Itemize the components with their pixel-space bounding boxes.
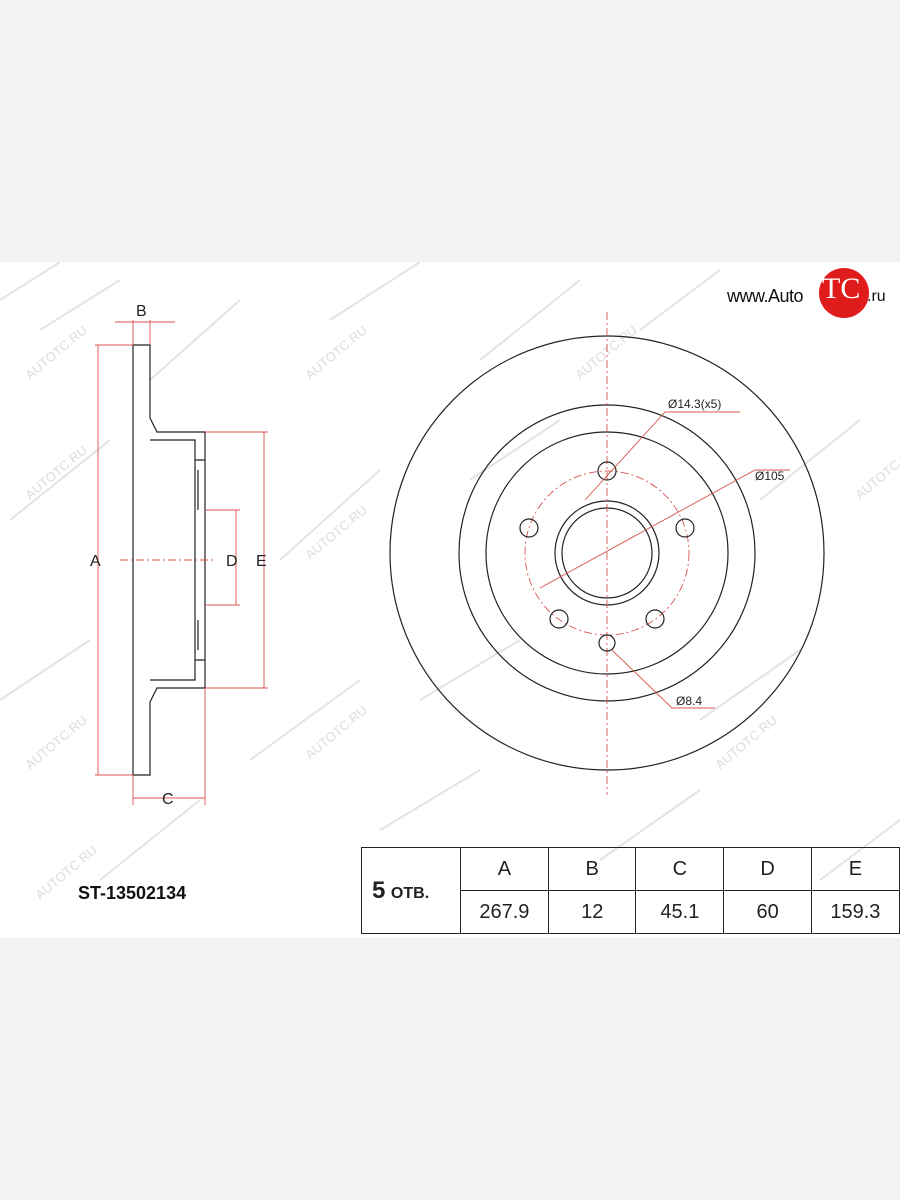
bolt-holes [519,461,695,629]
header-d: D [723,847,812,891]
dimension-label-c: C [162,791,174,808]
logo-ru: .ru [867,288,886,305]
holes-number: 5 [372,876,386,904]
pcd-dimension: Ø105 [755,469,785,483]
header-e: E [810,847,900,891]
brake-disc-drawing: AUTOTC.RU AUTOTC.RU AUTOTC.RU AUTOTC.RU … [0,262,900,902]
watermark-text: AUTOTC.RU [22,712,90,772]
header-c: C [635,847,725,891]
value-b: 12 [547,890,637,934]
value-c: 45.1 [635,890,725,934]
value-d: 60 [723,890,812,934]
small-hole [598,634,616,652]
watermark-text: AUTOTC.RU [302,502,370,562]
dimension-label-e: E [256,553,267,570]
part-number: ST-13502134 [78,883,187,903]
dimensions-table: 5 ОТВ. A B C D E 267.9 12 45.1 60 159.3 [361,847,900,934]
watermark-pattern: AUTOTC.RU AUTOTC.RU AUTOTC.RU AUTOTC.RU … [0,262,900,902]
dimension-label-b: B [136,303,147,320]
watermark-text: AUTOTC.RU [302,322,370,382]
dimension-label-d: D [226,553,238,570]
table-header-row: 5 ОТВ. A B C D E [361,847,900,934]
value-a: 267.9 [459,890,549,934]
dimension-label-a: A [90,553,101,570]
side-profile-view: A B C D E [90,303,268,808]
header-a: A [459,847,549,891]
watermark-text: AUTOTC.RU [572,322,640,382]
holes-cell: 5 ОТВ. [361,847,461,934]
logo-circle [819,268,869,318]
watermark-text: AUTOTC.RU [302,702,370,762]
front-view: Ø14.3(x5) Ø105 Ø8.4 [389,312,825,795]
watermark-text: AUTOTC.RU [852,442,900,502]
logo-www: www.Auto [727,286,804,306]
autotc-logo: www.Auto TC .ru [727,268,897,318]
value-e: 159.3 [810,890,900,934]
table-value-row: 267.9 12 45.1 60 159.3 [362,890,900,934]
watermark-text: AUTOTC.RU [22,322,90,382]
small-hole-dimension: Ø8.4 [676,694,702,708]
watermark-text: AUTOTC.RU [22,442,90,502]
logo-tc: TC [822,272,861,305]
holes-unit: ОТВ. [390,884,430,902]
drawing-sheet: AUTOTC.RU AUTOTC.RU AUTOTC.RU AUTOTC.RU … [0,262,900,938]
bolt-hole-dimension: Ø14.3(x5) [668,397,721,411]
header-b: B [547,847,637,891]
watermark-text: AUTOTC.RU [712,712,780,772]
